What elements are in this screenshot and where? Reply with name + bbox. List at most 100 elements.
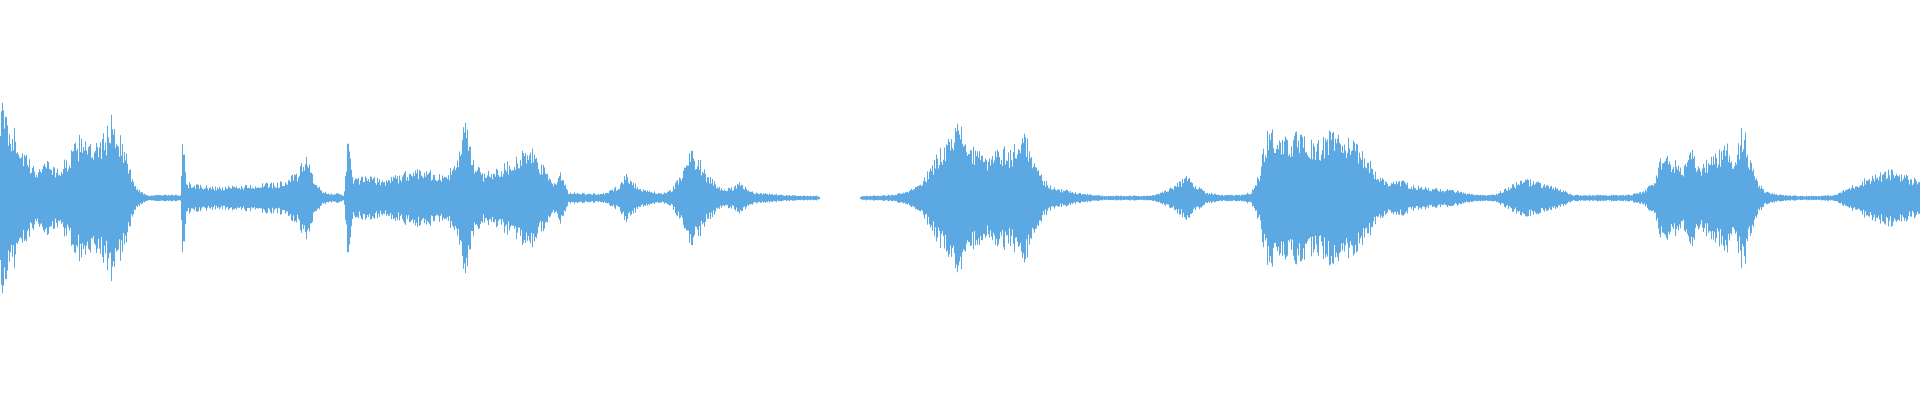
waveform-sample	[137, 189, 138, 207]
waveform-sample	[1609, 195, 1610, 201]
waveform-sample	[57, 168, 58, 228]
waveform-sample	[487, 175, 488, 221]
waveform-sample	[1344, 144, 1345, 252]
waveform-sample	[1049, 188, 1050, 208]
waveform-sample	[529, 155, 530, 241]
waveform-sample	[879, 196, 880, 200]
waveform-sample	[787, 195, 788, 201]
waveform-sample	[1352, 150, 1353, 246]
waveform-sample	[706, 182, 707, 214]
waveform-sample	[127, 163, 128, 233]
waveform-sample	[1053, 189, 1054, 207]
waveform-sample	[411, 175, 412, 221]
waveform-sample	[1770, 194, 1771, 202]
waveform-sample	[8, 145, 9, 251]
waveform-sample	[1418, 185, 1419, 211]
waveform-sample	[1414, 187, 1415, 209]
waveform-sample	[76, 150, 77, 246]
waveform-sample	[1428, 187, 1429, 209]
waveform-sample	[1144, 195, 1145, 201]
waveform-sample	[1886, 179, 1887, 217]
waveform-sample	[153, 195, 154, 201]
waveform-sample	[992, 155, 993, 241]
waveform-sample	[1138, 196, 1139, 200]
waveform-sample	[1113, 195, 1114, 201]
waveform-sample	[126, 153, 127, 243]
waveform-sample	[399, 175, 400, 221]
waveform-sample	[1074, 193, 1075, 203]
waveform-sample	[273, 182, 274, 214]
waveform-sample	[581, 194, 582, 202]
waveform-sample	[1917, 184, 1918, 212]
waveform-sample	[1554, 189, 1555, 207]
waveform-sample	[34, 171, 35, 225]
waveform-sample	[322, 193, 323, 203]
waveform-sample	[1388, 186, 1389, 210]
waveform-sample	[293, 180, 294, 216]
waveform-sample	[1585, 195, 1586, 201]
waveform-sample	[355, 178, 356, 218]
waveform-sample	[679, 177, 680, 219]
waveform-sample	[1062, 192, 1063, 204]
waveform-sample	[1353, 140, 1354, 256]
waveform-sample	[1052, 189, 1053, 207]
waveform-sample	[548, 180, 549, 216]
waveform-sample	[1916, 181, 1917, 215]
waveform-sample	[1411, 186, 1412, 210]
waveform-sample	[987, 170, 988, 226]
waveform-sample	[1141, 196, 1142, 200]
waveform-sample	[4, 128, 5, 268]
waveform-sample	[631, 181, 632, 215]
waveform-sample	[1122, 196, 1123, 200]
waveform-sample	[1641, 193, 1642, 203]
waveform-sample	[1765, 193, 1766, 203]
waveform-sample	[905, 192, 906, 204]
waveform-sample	[1509, 189, 1510, 207]
waveform-sample	[1495, 195, 1496, 201]
waveform-sample	[144, 193, 145, 203]
waveform-sample	[1526, 180, 1527, 216]
waveform-sample	[1342, 145, 1343, 251]
waveform-sample	[807, 195, 808, 201]
waveform-sample	[1872, 175, 1873, 221]
waveform-sample	[1866, 180, 1867, 216]
waveform-sample	[382, 180, 383, 216]
waveform-sample	[720, 190, 721, 206]
waveform-sample	[1524, 182, 1525, 214]
waveform-sample	[22, 153, 23, 243]
waveform-sample	[1622, 195, 1623, 201]
waveform-sample	[384, 181, 385, 215]
waveform-sample	[1035, 167, 1036, 229]
waveform-sample	[1891, 169, 1892, 227]
waveform-sample	[211, 189, 212, 207]
waveform-sample	[716, 188, 717, 208]
waveform-sample	[1822, 195, 1823, 201]
waveform-sample	[926, 182, 927, 214]
waveform-sample	[1276, 149, 1277, 247]
waveform-sample	[698, 160, 699, 236]
waveform-sample	[952, 148, 953, 248]
waveform-sample	[744, 189, 745, 207]
waveform-sample	[291, 175, 292, 221]
waveform-sample	[1315, 160, 1316, 236]
waveform-sample	[1311, 139, 1312, 257]
waveform-sample	[1271, 132, 1272, 264]
waveform-sample	[1018, 148, 1019, 248]
waveform-sample	[1785, 194, 1786, 202]
waveform-sample	[288, 179, 289, 217]
waveform-sample	[955, 128, 956, 268]
waveform-sample	[1663, 163, 1664, 233]
waveform-sample	[727, 190, 728, 206]
waveform-sample	[1873, 178, 1874, 218]
waveform-sample	[514, 167, 515, 229]
waveform-sample	[1787, 195, 1788, 201]
waveform-sample	[1143, 195, 1144, 201]
waveform-sample	[1794, 195, 1795, 201]
waveform-sample	[1683, 176, 1684, 220]
waveform-sample	[602, 194, 603, 202]
waveform-sample	[1365, 167, 1366, 229]
waveform-sample	[1647, 187, 1648, 209]
waveform-sample	[1876, 178, 1877, 218]
waveform-sample	[608, 193, 609, 203]
waveform-sample	[446, 177, 447, 219]
